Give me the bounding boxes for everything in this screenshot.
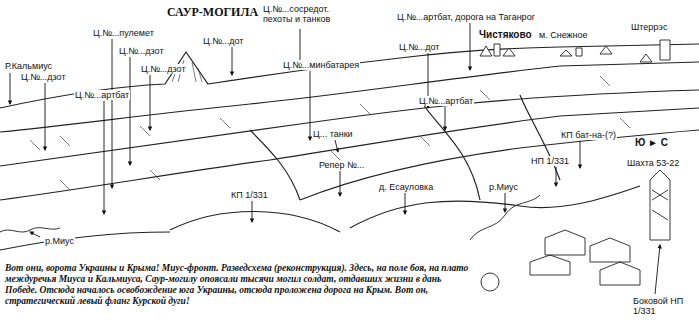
map-label: Ц.№...дзот (118, 46, 165, 56)
map-label: Ц.№...дот (398, 42, 441, 52)
leader (300, 29, 301, 64)
leader (655, 245, 660, 294)
leader (104, 101, 105, 214)
river (0, 195, 540, 240)
map-label: КП 1/331 (230, 190, 269, 200)
map-label: р.Миус (44, 236, 75, 246)
pond (481, 273, 499, 291)
map-label: САУР-МОГИЛА (166, 6, 259, 19)
leader (445, 107, 446, 130)
map-label: Ц.№...артбат (74, 90, 130, 100)
leader (150, 75, 151, 130)
map-label: Боковой НП 1/331 (632, 296, 686, 316)
mine-headframe (650, 170, 670, 240)
ridge (0, 62, 699, 132)
ridge (0, 90, 699, 166)
map-label: НП 1/331 (530, 156, 570, 166)
ridge-lines (0, 44, 699, 250)
river-mius (0, 228, 60, 232)
hill (0, 232, 170, 250)
leader (556, 167, 557, 186)
map-label: д. Есауловка (378, 182, 434, 192)
caption-text: Вот они, ворота Украины и Крыма! Миус-фр… (3, 262, 477, 308)
map-label: м. Снежное (538, 30, 589, 40)
leader (580, 141, 581, 168)
map-label: Ц.№...дзот (20, 72, 67, 82)
ridge (0, 44, 699, 108)
map-label: Ц... танки (312, 129, 354, 139)
houses (530, 230, 640, 285)
leader (405, 193, 406, 214)
slope-hatch (60, 118, 630, 190)
map-label: Репер №... (318, 160, 365, 170)
leader (30, 232, 40, 237)
hill (170, 211, 340, 232)
mine (640, 40, 670, 62)
ridge (300, 130, 699, 200)
map-label: Ц.№...сосредот. пехоты и танков (262, 4, 352, 24)
leader (252, 201, 253, 222)
leader (310, 71, 311, 140)
leader (335, 140, 338, 152)
map-label: р.Миус (488, 182, 519, 192)
map-label: Ц.№...дзот (140, 64, 187, 74)
map-label: Ц.№...артбат, дорога на Таганрог (396, 12, 536, 22)
map-label: Ц.№...артбат (418, 96, 474, 106)
leader (112, 39, 113, 188)
map-label: Ц.№...дот (202, 36, 245, 46)
map-label: Р.Кальмиус (4, 61, 53, 71)
town (560, 46, 612, 56)
leader (45, 83, 46, 150)
leader (340, 171, 341, 196)
leader (10, 73, 11, 104)
slope-hatch (30, 76, 610, 150)
map-label: Чистяково (478, 30, 533, 40)
map-label: Шахта 53-22 (626, 158, 680, 168)
town (480, 44, 515, 56)
hill (350, 186, 640, 228)
leader (130, 57, 131, 165)
map-label: КП бат-на-(?) (560, 130, 617, 140)
leader (470, 23, 471, 70)
ridge (0, 108, 699, 200)
leader (505, 193, 506, 212)
map-label: Штеррэс (630, 22, 668, 32)
map-label: Ю ► С (634, 138, 669, 148)
leader (232, 47, 233, 75)
map-label: Ц.№...минбатарея (282, 60, 360, 70)
slope (520, 95, 560, 180)
hatching (30, 60, 630, 190)
leader-lines (10, 23, 660, 294)
map-label: Ц.№...пулемет (92, 28, 155, 38)
